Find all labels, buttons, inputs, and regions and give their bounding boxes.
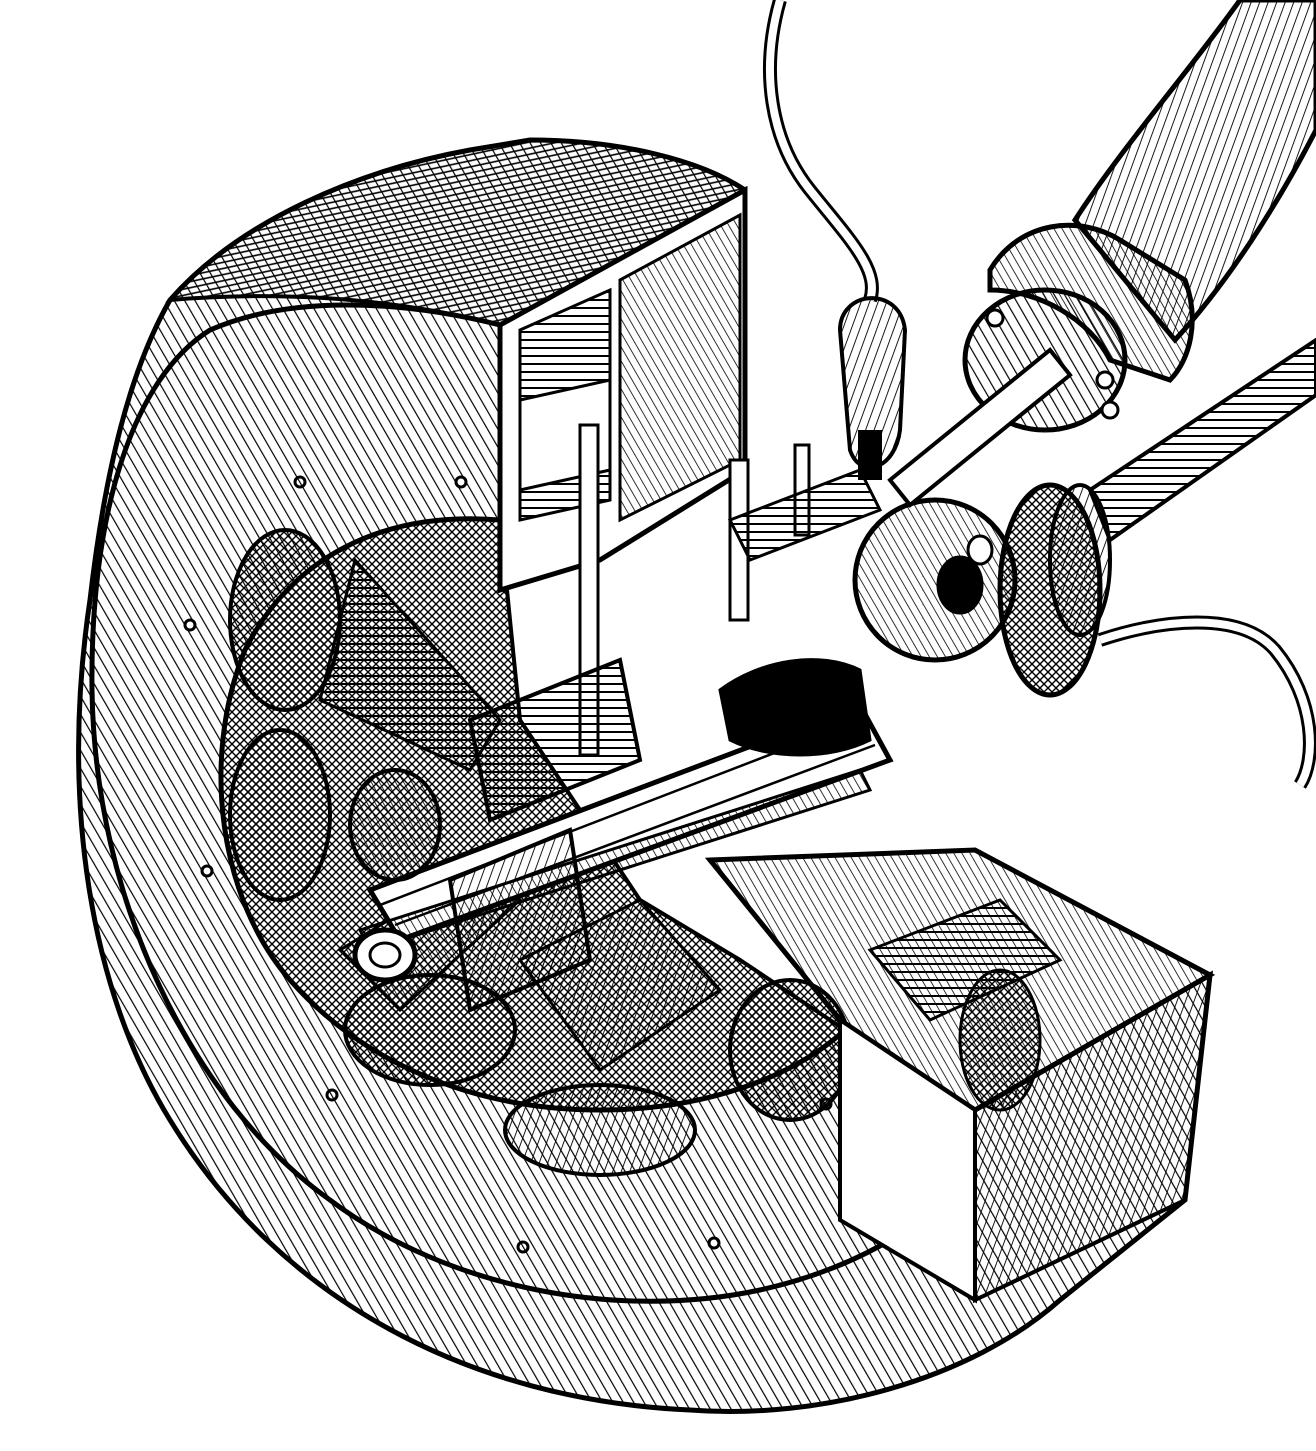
vacuum-pipe — [887, 0, 1316, 508]
cable — [1097, 615, 1316, 789]
yoke-front-rim — [89, 302, 967, 1304]
lower-slot-block — [704, 847, 1216, 1304]
pole-piece — [503, 1083, 697, 1177]
yoke-top-face — [165, 137, 747, 328]
probe-tube — [348, 657, 894, 1013]
signal-cable — [763, 0, 908, 480]
pole-piece — [228, 728, 332, 902]
probe-connector — [718, 443, 1112, 757]
coupling-sphere — [852, 497, 1018, 663]
upper-slot-block — [497, 185, 750, 757]
support-rods — [1087, 337, 1316, 789]
